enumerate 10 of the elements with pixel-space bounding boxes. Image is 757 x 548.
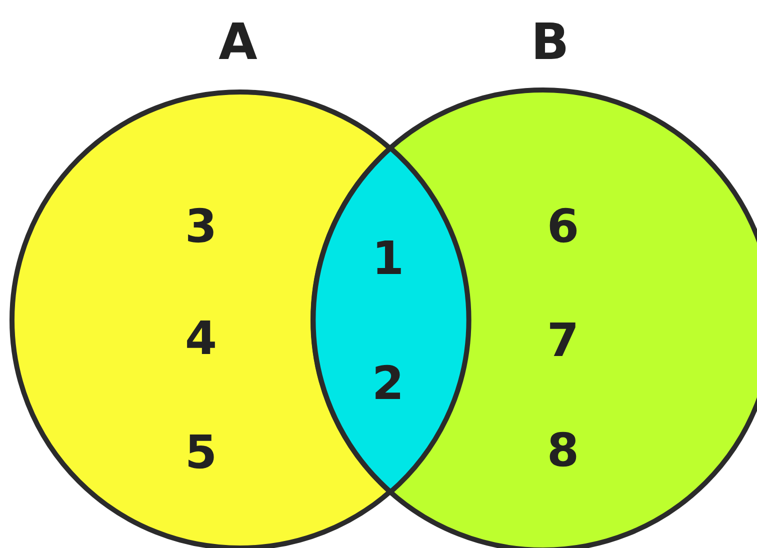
element-number: 6	[547, 203, 579, 249]
element-number: 3	[185, 203, 217, 249]
element-number: 1	[372, 235, 404, 281]
element-number: 4	[185, 315, 217, 361]
set-heading: B	[530, 17, 570, 67]
element-number: 7	[547, 317, 579, 363]
element-number: 8	[547, 427, 579, 473]
element-number: 2	[372, 360, 404, 406]
element-number: 5	[185, 429, 217, 475]
set-heading: A	[218, 17, 258, 67]
